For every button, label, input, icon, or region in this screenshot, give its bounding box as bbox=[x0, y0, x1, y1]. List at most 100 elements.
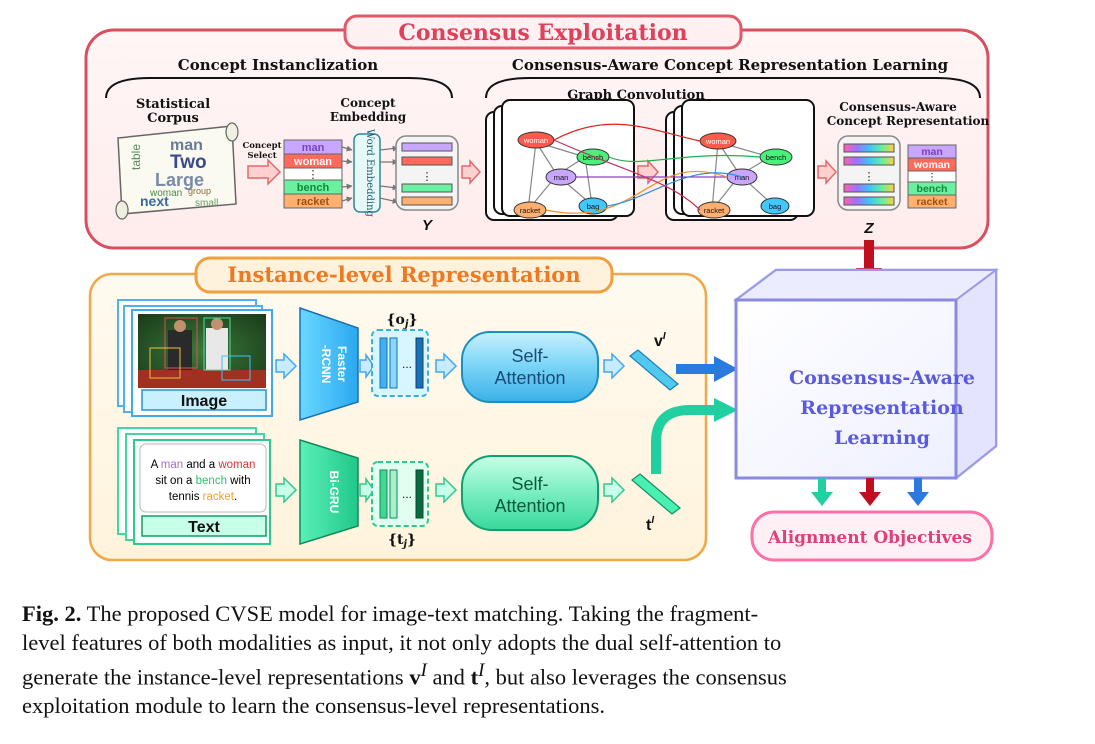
v-label: vI bbox=[654, 331, 666, 350]
bigru-block bbox=[299, 438, 359, 546]
graph-cross-edges bbox=[545, 123, 761, 214]
self-attention-text bbox=[461, 455, 599, 531]
y-embedding-matrix: ⋮ bbox=[395, 135, 459, 211]
concept-inst-brace bbox=[105, 77, 453, 99]
caption-line-1-text: The proposed CVSE model for image-text m… bbox=[86, 601, 759, 626]
faster-rcnn-block bbox=[299, 306, 359, 422]
carl-label-1: Consensus-Aware bbox=[789, 367, 975, 389]
concept-instanclization-label: Concept Instanclization bbox=[178, 56, 378, 74]
z-concept-dots: ⋮ bbox=[927, 172, 937, 183]
concept-embedding-label-1: Concept bbox=[340, 96, 396, 110]
ca-concept-rep-label-2: Concept Representation bbox=[827, 114, 990, 128]
o-features: {oj} ... bbox=[371, 312, 429, 397]
wc-word-2: table bbox=[129, 144, 143, 170]
image-label: Image bbox=[181, 393, 227, 410]
self-attention-image bbox=[461, 331, 599, 403]
text-to-gru-arrow bbox=[275, 476, 298, 504]
word-embedding-label: Word Embedding bbox=[364, 129, 375, 218]
concept-bench: bench bbox=[297, 182, 330, 194]
wc-word-5: woman bbox=[149, 188, 182, 199]
z-concept-bench: bench bbox=[917, 183, 948, 195]
cacrl-label: Consensus-Aware Concept Representation L… bbox=[512, 56, 949, 74]
g2-node-bag: bag bbox=[769, 202, 782, 211]
statistical-corpus-label-2: Corpus bbox=[147, 111, 199, 126]
concept-dots: ⋮ bbox=[308, 169, 319, 181]
text-stack: A man and a woman sit on a bench with te… bbox=[117, 427, 271, 545]
v-vector bbox=[629, 349, 679, 391]
ca-concept-rep-label-1: Consensus-Aware bbox=[839, 100, 957, 114]
wc-word-4: Large bbox=[155, 170, 204, 190]
cvse-diagram: Consensus Exploitation Concept Instancli… bbox=[84, 14, 999, 562]
concept-woman: woman bbox=[293, 156, 332, 168]
word-embedding-box bbox=[353, 133, 381, 213]
text-label: Text bbox=[188, 519, 220, 536]
bigru-label: Bi-GRU bbox=[327, 471, 341, 514]
g1-node-man: man bbox=[554, 173, 569, 182]
sentence-line-3: tennis racket. bbox=[169, 491, 237, 503]
list-to-we-arrows bbox=[341, 145, 353, 203]
concept-select-label-1: Concept bbox=[242, 141, 281, 151]
self-attention-text-label-1: Self- bbox=[511, 474, 548, 494]
o-label: {oj} bbox=[387, 312, 418, 330]
caption-line-3: generate the instance-level representati… bbox=[22, 657, 1072, 692]
v-to-cube-arrow bbox=[676, 356, 738, 382]
faster-rcnn-label-1: Faster bbox=[335, 346, 349, 382]
graph-to-z-arrow bbox=[817, 159, 838, 185]
image-stack: Image bbox=[117, 299, 273, 417]
z-dots: ⋮ bbox=[864, 171, 875, 183]
g1-node-bag: bag bbox=[587, 202, 600, 211]
alignment-objectives-box bbox=[750, 510, 994, 562]
y-to-graph-arrow bbox=[461, 159, 482, 185]
g2-node-woman: woman bbox=[705, 137, 730, 146]
z-concept-racket: racket bbox=[917, 196, 948, 208]
carl-label-2: Representation bbox=[800, 397, 964, 419]
concept-man: man bbox=[302, 142, 325, 154]
caption-line-2: level features of both modalities as inp… bbox=[22, 629, 782, 655]
faster-rcnn-label-2: -RCNN bbox=[319, 345, 333, 384]
wc-word-7: small bbox=[195, 198, 218, 209]
instance-panel: Instance-level Representation Image Fast… bbox=[88, 256, 708, 562]
caption-line-4: exploitation module to learn the consens… bbox=[22, 693, 605, 718]
concept-embedding-label-2: Embedding bbox=[330, 110, 407, 124]
caption-line-1: Fig. 2. The proposed CVSE model for imag… bbox=[22, 600, 1072, 629]
g1-node-woman: woman bbox=[523, 136, 548, 145]
t-to-attn-arrow bbox=[435, 476, 458, 504]
attn-to-v-arrow bbox=[603, 352, 626, 380]
o-to-attn-arrow bbox=[435, 352, 458, 380]
graph-conv-stack-1: woman bench man racket bag bbox=[485, 99, 635, 221]
self-attention-text-label-2: Attention bbox=[494, 496, 565, 516]
caption-v-sup: I bbox=[420, 660, 427, 681]
consensus-title: Consensus Exploitation bbox=[398, 20, 687, 46]
t-vector bbox=[631, 473, 681, 515]
t-to-cube-arrow bbox=[651, 398, 738, 474]
cube-to-alignment-arrows bbox=[811, 478, 929, 506]
consensus-panel: Consensus Exploitation Concept Instancli… bbox=[84, 14, 990, 250]
caption-t: t bbox=[470, 664, 479, 690]
wc-word-6: next bbox=[140, 193, 169, 209]
we-to-y-arrows bbox=[379, 145, 399, 204]
instance-title: Instance-level Representation bbox=[227, 262, 580, 287]
concept-select-arrow bbox=[247, 158, 282, 186]
self-attention-image-label-1: Self- bbox=[511, 346, 548, 366]
t-features: ... {tj} bbox=[371, 461, 429, 550]
wc-word-1: man bbox=[170, 137, 203, 154]
word-cloud-scroll: man table Two Large woman next small gro… bbox=[115, 122, 239, 220]
cacrl-brace bbox=[485, 77, 981, 99]
g1-node-bench: bench bbox=[583, 153, 603, 162]
wc-word-3: Two bbox=[170, 152, 207, 173]
sentence-line-2: sit on a bench with bbox=[155, 475, 250, 487]
z-label: Z bbox=[863, 220, 874, 237]
image-to-rcnn-arrow bbox=[275, 352, 298, 380]
graph-conv-stack-2: woman bench man racket bag bbox=[665, 99, 815, 221]
attn-to-t-arrow bbox=[603, 476, 626, 504]
caption-line-3b: , but also leverages the consensus bbox=[484, 664, 787, 690]
sentence-line-1: A man and a woman bbox=[151, 459, 256, 471]
z-concept-list: man woman ⋮ bench racket bbox=[907, 144, 957, 209]
t-label: {tj} bbox=[388, 532, 416, 550]
rcnn-to-o-arrow bbox=[359, 352, 375, 380]
caption-t-sup: I bbox=[478, 660, 485, 681]
z-concept-woman: woman bbox=[913, 159, 950, 171]
z-embedding-matrix: ⋮ bbox=[837, 135, 901, 211]
caption-and: and bbox=[426, 664, 471, 690]
y-label: Y bbox=[422, 217, 434, 234]
